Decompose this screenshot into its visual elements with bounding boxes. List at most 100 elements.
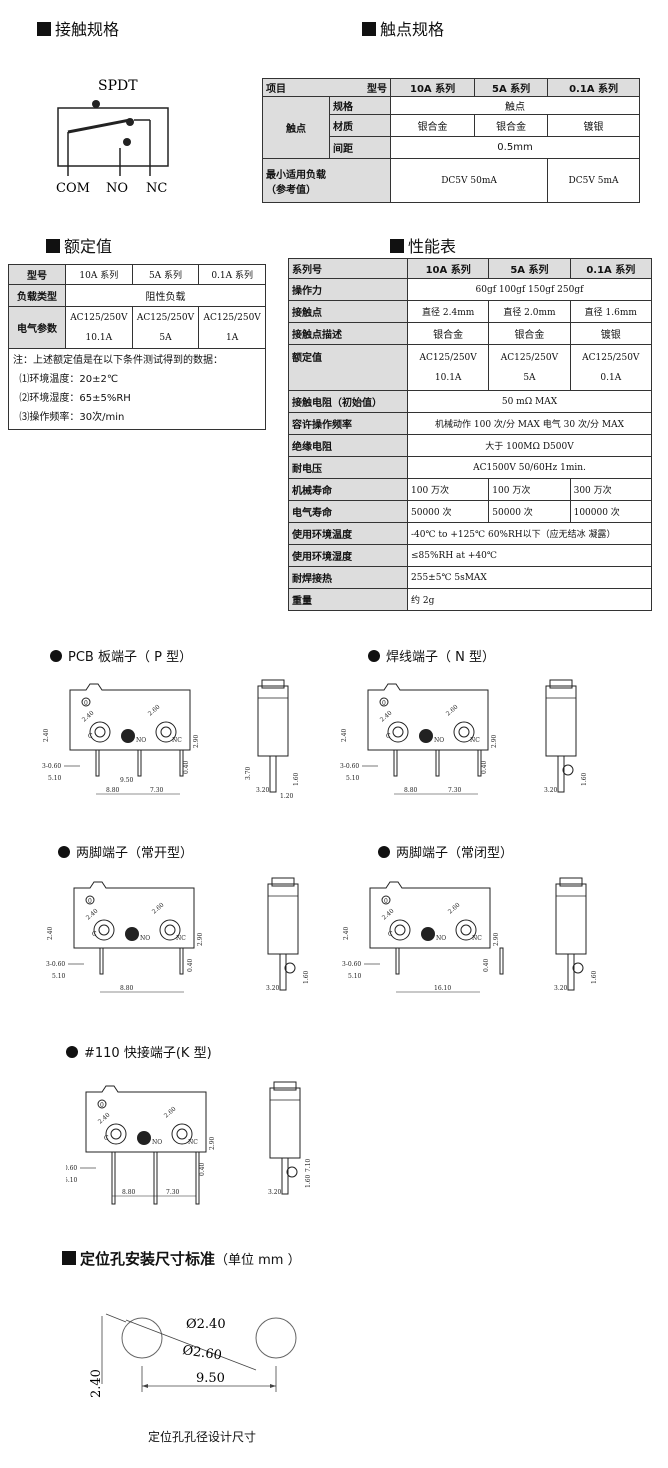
perf-desc-5a: 银合金: [488, 322, 571, 345]
subtitle-quick: #110 快接端子(K 型): [66, 1042, 212, 1061]
perf-row-solder: 耐焊接热: [288, 566, 408, 589]
terminal-nc-ring: [455, 919, 477, 941]
dim-290: 2.90: [209, 1136, 216, 1150]
side-actuator: [559, 877, 583, 887]
dim-040: 0.40: [483, 958, 490, 972]
terminal-com-ring: [89, 721, 111, 743]
terminal-nc-hole: [160, 726, 172, 738]
section-title-contact-point-spec: 触点规格: [362, 16, 444, 40]
perf-mech-5a: 100 万次: [488, 478, 571, 501]
dim-730: 7.30: [150, 787, 164, 794]
dim-320: 3.20: [256, 787, 270, 794]
perf-header-10a: 10A 系列: [406, 258, 490, 279]
side-pin: [279, 953, 287, 991]
mount-hole-drawing: Ø2.40 Ø2.60 9.50 2.40: [89, 1313, 297, 1398]
dim-040: 0.40: [187, 958, 194, 972]
perf-row-frequency: 容许操作频率: [288, 412, 408, 435]
row-spec: 规格: [329, 96, 391, 115]
dim-240: 2.40: [341, 728, 348, 742]
section-title-performance: 性能表: [390, 233, 456, 257]
label-no: NO: [136, 737, 146, 744]
mount-hole-dot: [125, 927, 139, 941]
terminal-nc-ring: [159, 919, 181, 941]
perf-temp-value: -40℃ to +125℃ 60%RH以下（应无结冰 凝露）: [407, 522, 652, 545]
spdt-label: SPDT: [98, 78, 138, 94]
hole-small: [381, 895, 391, 905]
dim-290: 2.90: [197, 932, 204, 946]
actuator-dot: [92, 100, 100, 108]
label-no: NO: [140, 935, 150, 942]
rating-header-5a: 5A 系列: [131, 264, 200, 285]
rating-header-model: 型号: [8, 264, 66, 285]
dim-240: 2.40: [47, 926, 54, 940]
dim-120: 1.20: [280, 793, 294, 800]
hole-mark: 0: [384, 898, 388, 905]
terminal-com-hole: [392, 726, 404, 738]
min-load-01a: DC5V 5mA: [547, 158, 640, 203]
section-title-rating: 额定值: [46, 233, 112, 257]
perf-elife-5a: 50000 次: [488, 500, 571, 523]
rating-header-01a: 0.1A 系列: [198, 264, 266, 285]
square-bullet-icon: [362, 22, 376, 36]
terminal-nc-hole: [458, 726, 470, 738]
spdt-diagram: SPDT COM NO NC: [56, 78, 169, 196]
performance-table: 系列号 10A 系列 5A 系列 0.1A 系列 操作力 60gf 100gf …: [288, 258, 653, 611]
terminal-pin: [395, 947, 400, 975]
dim-160: 1.60: [303, 970, 310, 984]
drawing-quick-front: 0CNONC2.402.603-0.605.102.402.900.408.80…: [66, 1085, 216, 1205]
dim-290: 2.90: [493, 932, 500, 946]
label-com: C: [88, 733, 93, 740]
side-actuator: [261, 679, 285, 689]
perf-voltage-value: AC1500V 50/60Hz 1min.: [407, 456, 652, 479]
hole-mark: 0: [382, 700, 386, 707]
perf-frequency-value: 机械动作 100 次/分 MAX 电气 30 次/分 MAX: [407, 412, 652, 435]
side-hook: [572, 962, 584, 974]
perf-contact-01a: 直径 1.6mm: [569, 300, 653, 323]
dim-060: 3-0.60: [42, 763, 61, 770]
perf-mech-10a: 100 万次: [406, 478, 490, 501]
dim-060: 3-0.60: [46, 961, 65, 968]
terminal-com-ring: [387, 721, 409, 743]
rating-note: 注：上述额定值是在以下条件测试得到的数据： ⑴环境温度：20±2℃ ⑵环境湿度：…: [8, 348, 266, 430]
label-nc: NC: [172, 737, 182, 744]
dim-160: 1.60: [305, 1174, 312, 1188]
section-title-mount-hole: 定位孔安装尺寸标准（单位 mm ）: [62, 1248, 301, 1269]
dim-o240: 2.40: [381, 907, 396, 921]
perf-row-elec-life: 电气寿命: [288, 500, 408, 523]
dim-950: 9.50: [120, 777, 134, 784]
material-10a: 银合金: [389, 114, 476, 137]
section-title-contact-spec: 接触规格: [37, 16, 119, 40]
label-no: NO: [152, 1139, 162, 1146]
perf-elife-10a: 50000 次: [406, 500, 490, 523]
rating-load-value: 阻性负载: [65, 284, 266, 307]
contact-label: 触点: [262, 96, 330, 159]
perf-row-resistance: 接触电阻（初始值）: [288, 390, 408, 413]
drawing-two-nc-side: 3.201.60: [554, 877, 598, 992]
row-gap: 间距: [329, 136, 391, 159]
dim-320: 3.20: [266, 985, 280, 992]
perf-header-series: 系列号: [288, 258, 408, 279]
dim-o260: 2.60: [147, 703, 162, 717]
mount-hole-dot: [137, 1131, 151, 1145]
rating-row-elec: 电气参数: [8, 306, 66, 349]
mount-hole-dot: [419, 729, 433, 743]
perf-row-humidity: 使用环境湿度: [288, 544, 408, 567]
dim-o240: 2.40: [97, 1111, 112, 1125]
side-actuator: [273, 1081, 297, 1091]
side-hook: [562, 764, 574, 776]
dim-510: 5.10: [52, 973, 66, 980]
dim-160: 1.60: [293, 772, 300, 786]
dim-o260: 2.60: [447, 901, 462, 915]
side-pin: [281, 1157, 289, 1195]
dim-o240: 2.40: [379, 709, 394, 723]
side-body: [545, 685, 577, 757]
terminal-pin: [393, 749, 398, 777]
perf-row-insulation: 绝缘电阻: [288, 434, 408, 457]
side-actuator: [271, 877, 295, 887]
rating-header-10a: 10A 系列: [65, 264, 133, 285]
